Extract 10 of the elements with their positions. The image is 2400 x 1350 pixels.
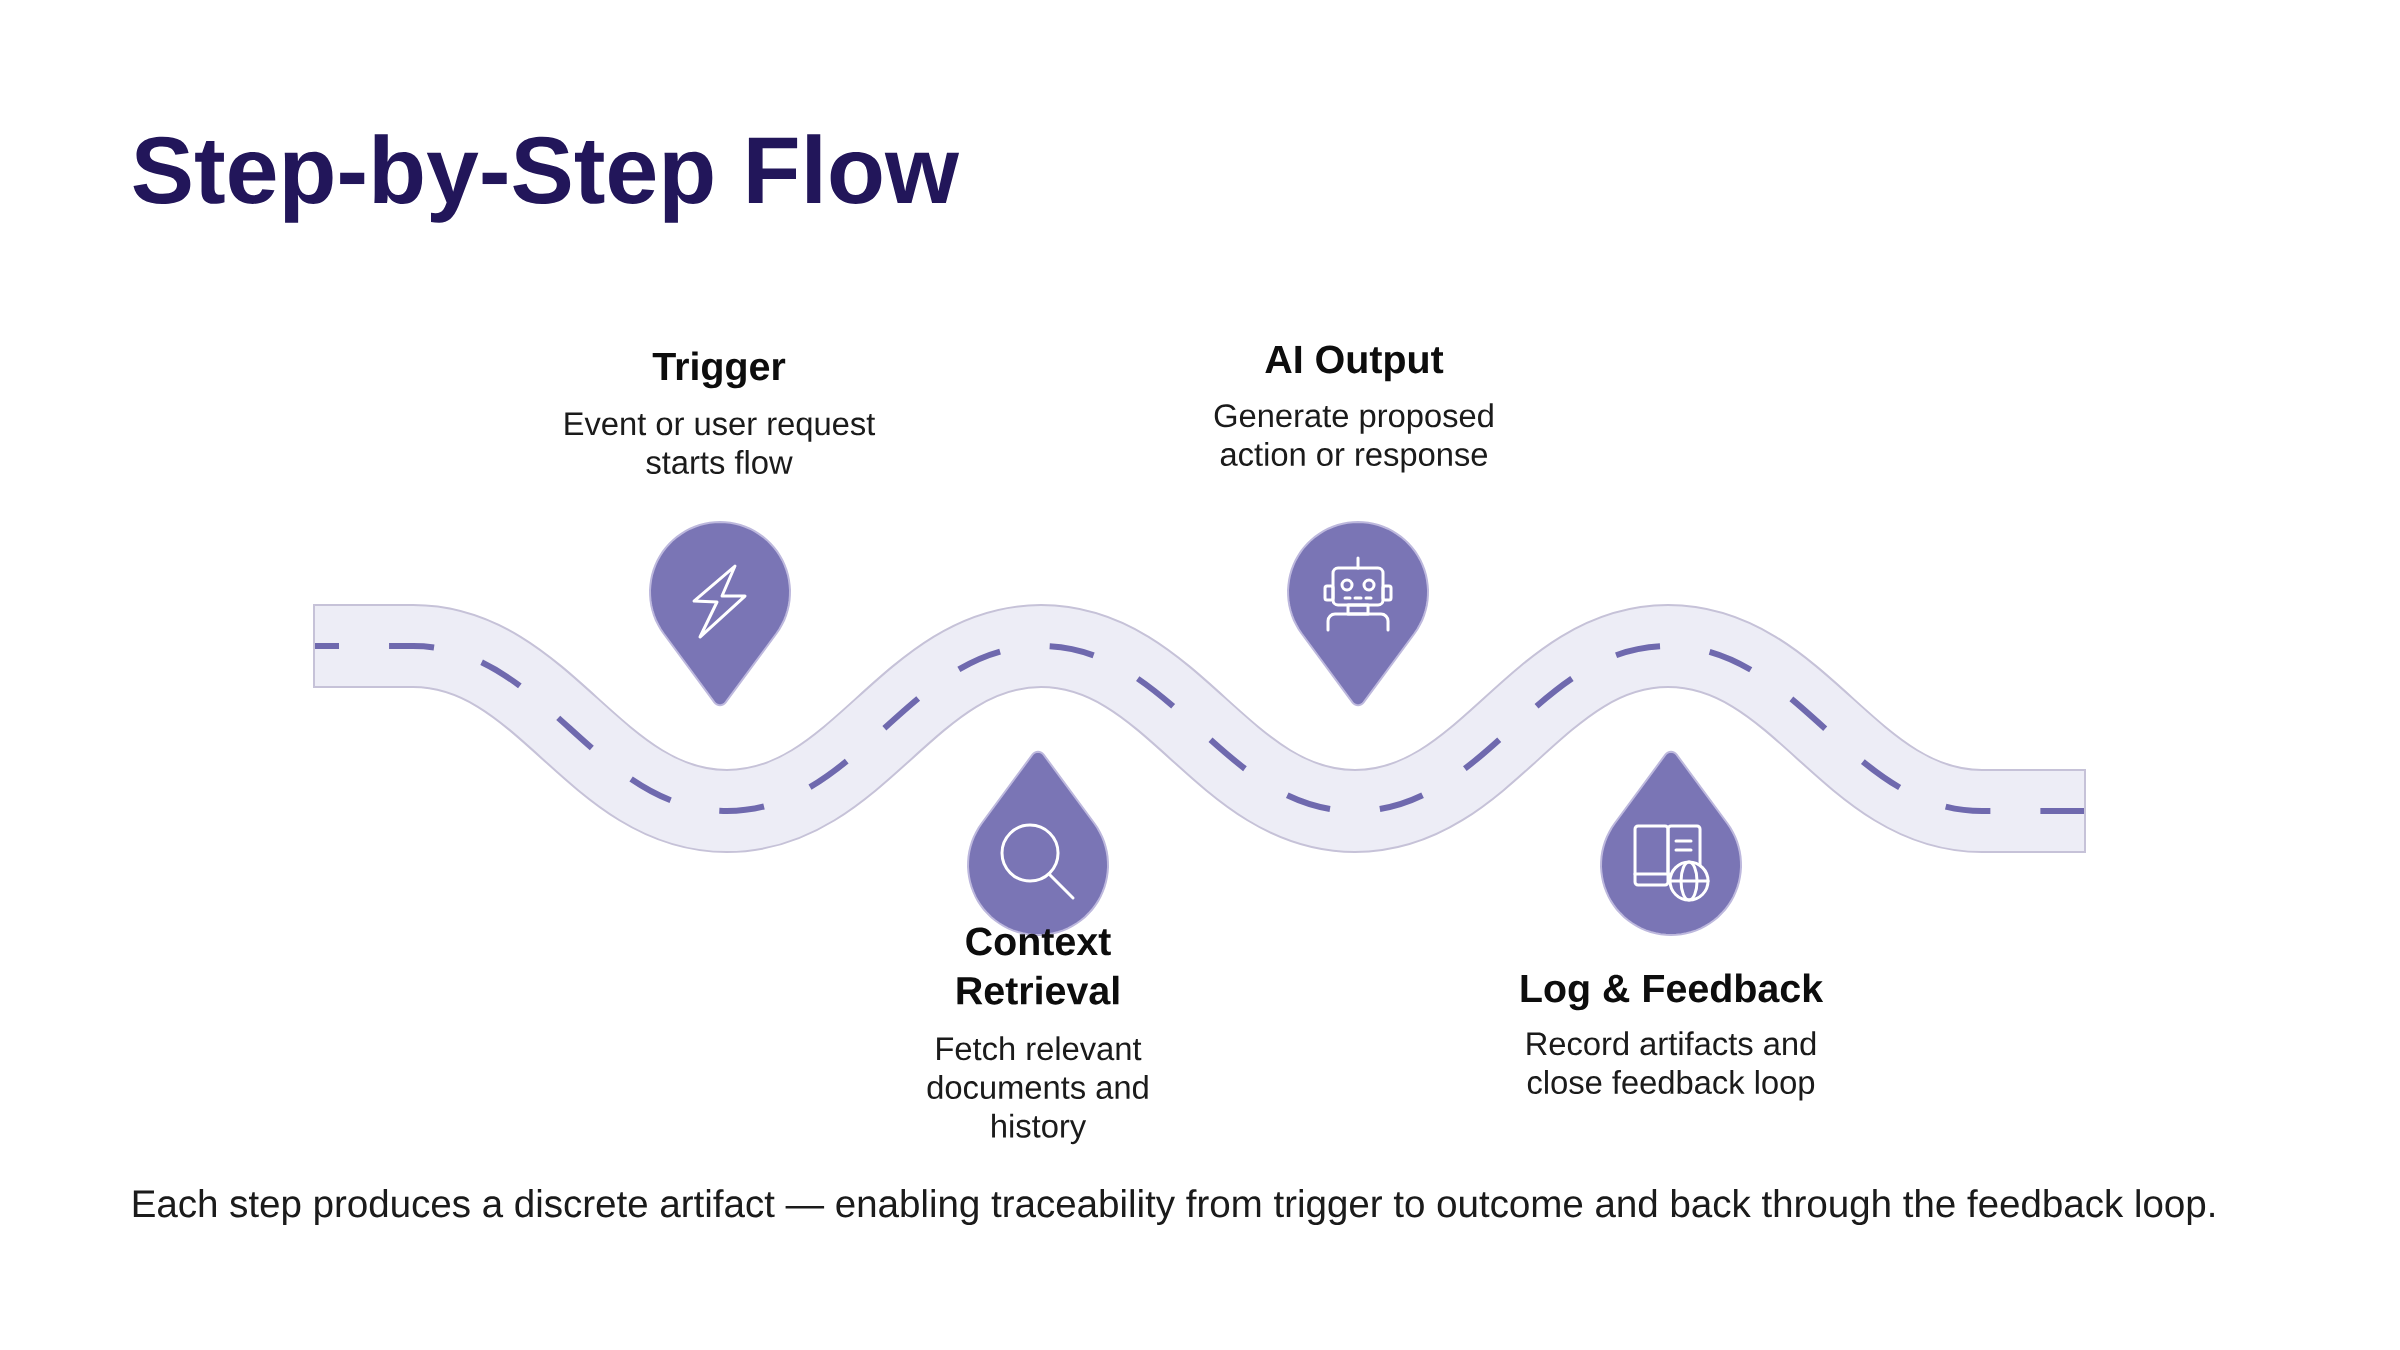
step-heading: Log & Feedback [1521, 973, 1824, 1011]
caption: Each step produces a discrete artifact — enabling traceability from trigger to outcome and back through the feedback loop. [133, 1189, 2214, 1226]
step-heading: Trigger [652, 351, 786, 389]
step-heading: AI Output [1265, 345, 1444, 382]
step-description: Record artifacts and close feedback loop [1527, 1031, 1816, 1101]
title: Step-by-Step Flow [133, 134, 960, 223]
step-description: Event or user request starts flow [565, 412, 876, 475]
step-description: Fetch relevant documents and history [927, 1036, 1148, 1145]
step-heading: Context Retrieval [957, 927, 1119, 1005]
step-description: Generate proposed action or response [1214, 403, 1493, 473]
